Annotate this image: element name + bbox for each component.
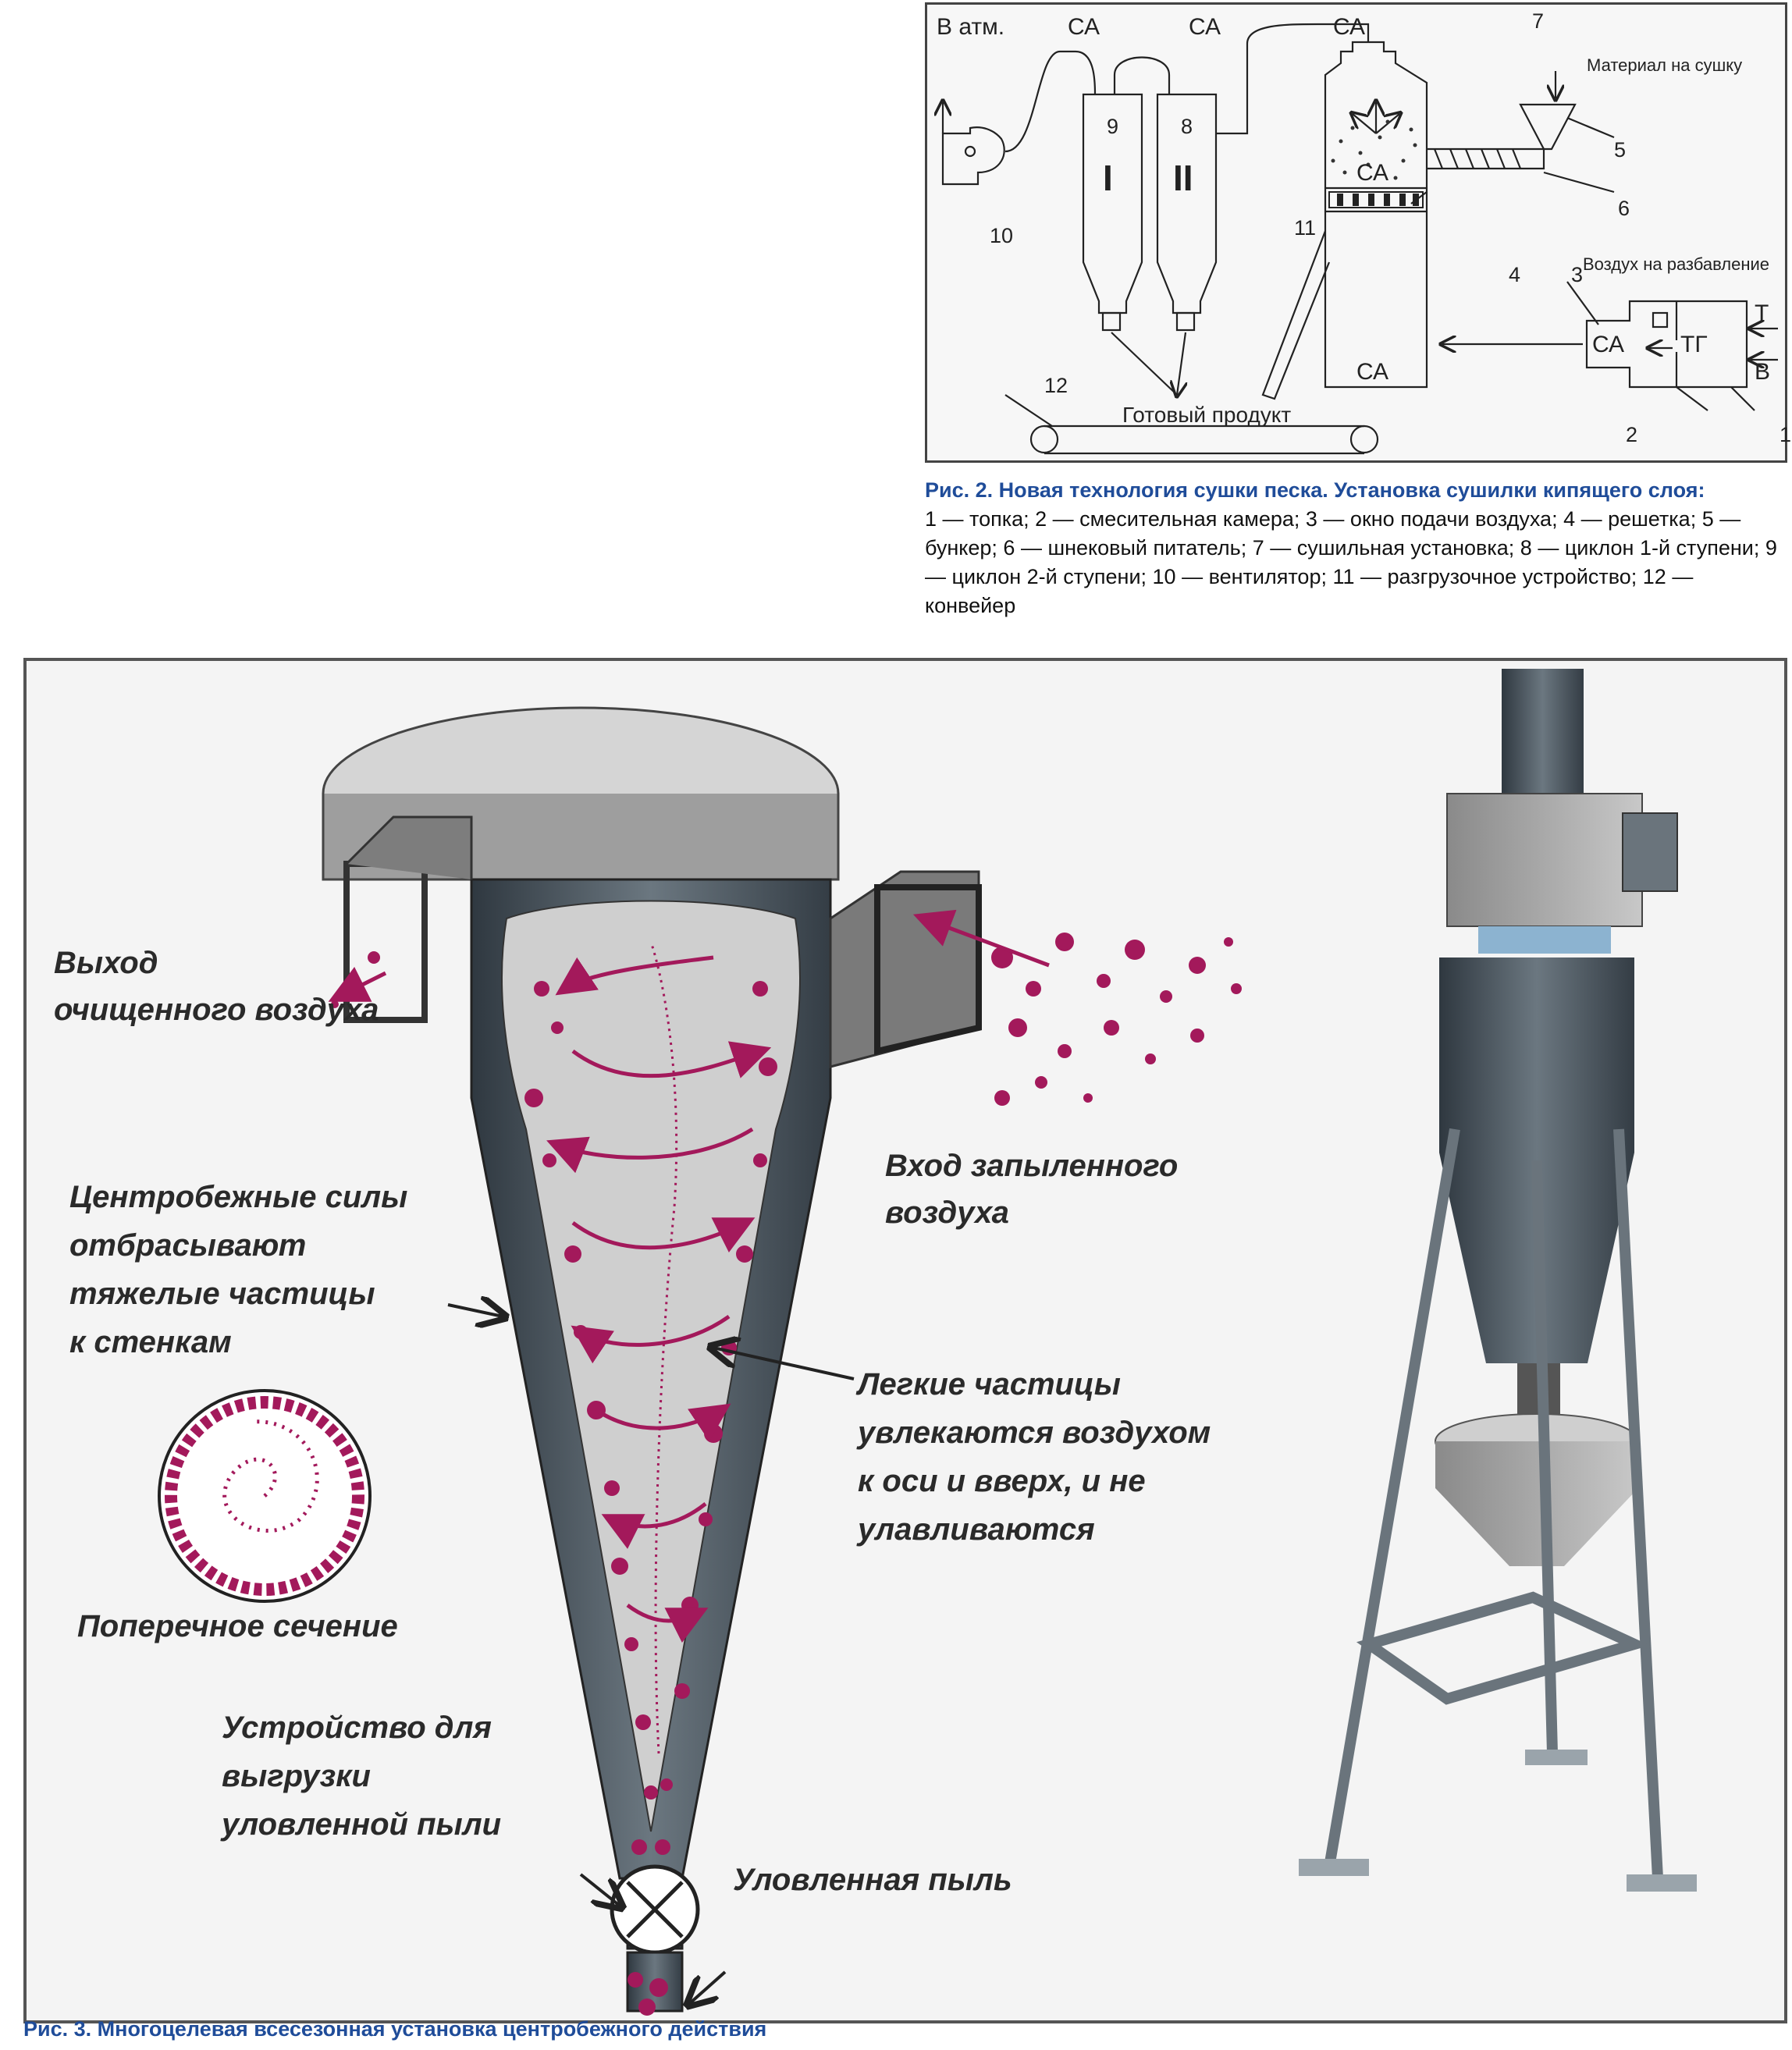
label-cross-section: Поперечное сечение <box>77 1609 398 1643</box>
cross-section-diagram <box>158 1389 372 1603</box>
discharge-11 <box>1261 230 1331 400</box>
fig2-caption-title: Рис. 2. Новая технология сушки песка. Ус… <box>925 478 1705 502</box>
num-5: 5 <box>1614 138 1626 162</box>
num-2: 2 <box>1626 423 1637 446</box>
num-10: 10 <box>990 224 1013 247</box>
fig2-diagram: В атм. СА СА СА СА СА СА ТГ Т В I II Мат… <box>927 9 1791 455</box>
cyclone-8 <box>1156 93 1218 314</box>
label-product: Готовый продукт <box>1122 403 1291 427</box>
label-light-1: Легкие частицы <box>855 1367 1121 1402</box>
screw-feeder-6 <box>1427 147 1545 170</box>
label-light-3: к оси и вверх, и не <box>858 1464 1146 1498</box>
label-stage-1: I <box>1103 158 1113 198</box>
label-exit-1: Выход <box>54 946 158 980</box>
fig3-caption: Рис. 3. Многоцелевая всесезонная установ… <box>23 2017 767 2041</box>
num-7: 7 <box>1532 9 1544 33</box>
label-ca-2: СА <box>1189 14 1221 40</box>
label-v: В <box>1755 359 1770 385</box>
label-unloader-3: уловленной пыли <box>220 1807 501 1842</box>
fig2-diagram-frame: В атм. СА СА СА СА СА СА ТГ Т В I II Мат… <box>925 2 1791 463</box>
label-centrifugal-3: тяжелые частицы <box>69 1277 375 1311</box>
num-3: 3 <box>1571 263 1583 286</box>
cyclone-9 <box>1082 93 1143 314</box>
label-centrifugal-4: к стенкам <box>69 1325 232 1359</box>
furnace-1 <box>1585 300 1748 389</box>
label-exit-2: очищенного воздуха <box>54 993 379 1027</box>
fan-10 <box>941 126 1005 186</box>
num-12: 12 <box>1044 374 1068 397</box>
num-1: 1 <box>1780 423 1791 446</box>
fig2-caption: Рис. 2. Новая технология сушки песка. Ус… <box>925 476 1787 620</box>
fig2-caption-body: 1 — топка; 2 — смесительная камера; 3 — … <box>925 507 1777 617</box>
label-material: Материал на сушку <box>1587 55 1742 75</box>
num-11: 11 <box>1294 216 1316 240</box>
label-centrifugal-2: отбрасывают <box>69 1228 306 1263</box>
label-light-4: улавливаются <box>856 1512 1095 1547</box>
label-inlet-2: воздуха <box>885 1196 1009 1230</box>
cyclone-cutaway <box>322 706 982 2013</box>
label-ca-3: СА <box>1333 14 1365 40</box>
fig3-illustration: Выход очищенного воздуха Вход запыленног… <box>54 669 1697 2016</box>
label-unloader-2: выгрузки <box>222 1759 371 1793</box>
cyclone-3d-render <box>1299 669 1697 1892</box>
label-inlet-1: Вход запыленного <box>885 1149 1178 1183</box>
dryer-7 <box>1324 41 1428 389</box>
label-ca-6: СА <box>1592 332 1624 357</box>
label-light-2: увлекаются воздухом <box>856 1416 1211 1450</box>
conveyor-12 <box>1044 425 1364 455</box>
label-ca-5: СА <box>1356 359 1388 385</box>
fig3-illustration-frame: Выход очищенного воздуха Вход запыленног… <box>23 658 1787 2023</box>
label-unloader-1: Устройство для <box>222 1711 492 1745</box>
num-8: 8 <box>1181 115 1193 138</box>
label-caught-dust: Уловленная пыль <box>733 1863 1012 1897</box>
label-tg: ТГ <box>1680 332 1708 357</box>
label-to-atm: В атм. <box>937 14 1004 40</box>
label-dilution-air: Воздух на разбавление <box>1583 254 1769 274</box>
label-centrifugal-1: Центробежные силы <box>69 1180 407 1214</box>
label-t: Т <box>1755 300 1769 326</box>
label-ca-1: СА <box>1068 14 1100 40</box>
num-9: 9 <box>1107 115 1118 138</box>
label-stage-2: II <box>1173 158 1193 198</box>
num-4: 4 <box>1509 263 1520 286</box>
label-ca-4: СА <box>1356 160 1388 186</box>
hopper-5 <box>1519 103 1577 151</box>
num-6: 6 <box>1618 197 1630 220</box>
